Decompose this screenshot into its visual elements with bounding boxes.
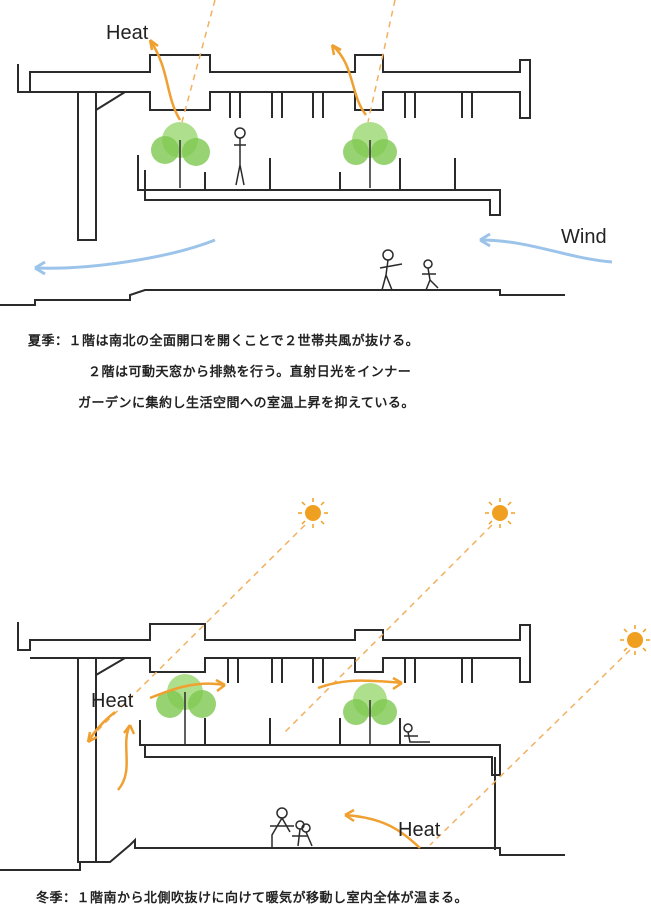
winter-heat-arrow-void-up bbox=[117, 724, 132, 791]
summer-heat-arrow-left bbox=[148, 39, 182, 121]
winter-roof bbox=[17, 622, 531, 683]
sun-icon bbox=[298, 498, 328, 528]
winter-heat-label-lower: Heat bbox=[398, 819, 441, 841]
summer-roof bbox=[17, 54, 531, 119]
summer-sun-rays bbox=[181, 0, 396, 123]
winter-tree-right bbox=[343, 683, 397, 744]
summer-tree-left bbox=[151, 122, 210, 188]
winter-heat-arrows bbox=[86, 676, 421, 849]
summer-heat-arrow-right bbox=[331, 44, 367, 116]
summer-tree-right bbox=[343, 122, 397, 188]
winter-heat-label-upper: Heat bbox=[91, 690, 134, 712]
winter-floor-slab bbox=[139, 720, 501, 776]
winter-ground bbox=[0, 837, 565, 871]
winter-family bbox=[270, 807, 313, 848]
sun-icon bbox=[485, 498, 515, 528]
winter-tree-left bbox=[156, 674, 216, 744]
wind-arrow-left bbox=[34, 238, 216, 270]
winter-person-sitting bbox=[403, 723, 430, 743]
summer-heat-arrows bbox=[148, 39, 367, 121]
winter-caption: 冬季：１階南から北側吹抜けに向けて暖気が移動し室内全体が温まる。 bbox=[36, 891, 469, 906]
summer-left-wall bbox=[77, 92, 97, 241]
summer-caption-line1: 夏季：１階は南北の全面開口を開くことで２世帯共風が抜ける。 bbox=[28, 334, 420, 349]
winter-sun-rays bbox=[87, 524, 631, 846]
summer-caption-line3: ガーデンに集約し生活空間への室温上昇を抑えている。 bbox=[78, 396, 415, 411]
winter-heat-arrow-2f-right bbox=[317, 679, 403, 690]
winter-left-wall bbox=[77, 658, 97, 863]
winter-heat-arrow-2f-left bbox=[149, 682, 226, 700]
summer-floor-slab bbox=[137, 155, 501, 216]
summer-wind-arrows bbox=[34, 232, 613, 276]
summer-wind-label: Wind bbox=[561, 226, 607, 248]
summer-caption-line2: ２階は可動天窓から排熱を行う。直射日光をインナー bbox=[88, 365, 412, 380]
summer-ground bbox=[0, 289, 565, 306]
sun-icon bbox=[620, 625, 650, 655]
wind-arrow-right bbox=[479, 238, 613, 264]
winter-suns bbox=[298, 498, 650, 655]
winter-heat-arrow-1f bbox=[344, 813, 421, 849]
summer-person-standing bbox=[234, 127, 246, 186]
summer-children bbox=[379, 249, 439, 291]
summer-heat-label: Heat bbox=[106, 22, 149, 44]
